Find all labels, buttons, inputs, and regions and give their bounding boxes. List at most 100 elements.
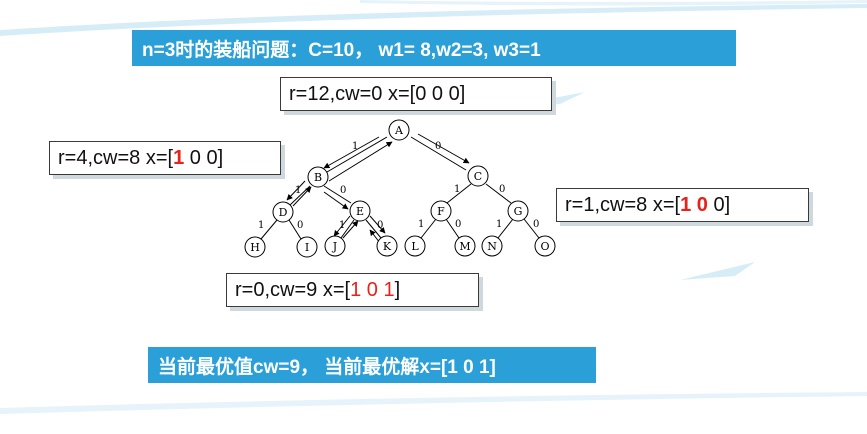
state-root-x1: 0 [415,82,427,105]
node-b [307,166,329,188]
state-root-prefix: r=12,cw=0 x=[ [289,82,416,105]
edge-f-m [445,218,460,239]
result-text: 当前最优值cw=9， 当前最优解x=[1 0 1] [158,356,496,378]
title-text: n=3时的装船问题：C=10， w1= 8,w2=3, w3=1 [142,39,541,61]
state-box-g: r=1,cw=8 x=[1 0 0] [556,188,809,222]
edge-label-e-j: 1 [339,220,345,231]
node-label-h: H [250,241,260,254]
state-box-k: r=0,cw=9 x=[1 0 1] [226,273,479,307]
arrow-d-to-b [292,186,312,207]
state-g-suffix: ] [724,193,731,216]
state-box-b: r=4,cw=8 x=[1 0 0] [49,141,281,175]
node-g [507,200,529,222]
node-a [388,119,410,141]
node-label-a: A [394,124,404,137]
state-b-x3: 0 [206,146,218,169]
node-k [376,235,398,257]
edge-label-b-d: 1 [295,185,301,196]
edge-d-h [260,219,278,240]
edge-label-e-k: 0 [377,220,383,231]
edge-label-d-i: 0 [297,220,303,231]
state-k-x3: 1 [383,278,395,301]
arrow-a-to-c [417,133,470,164]
title-banner: n=3时的装船问题：C=10， w1= 8,w2=3, w3=1 [132,30,736,66]
arrow-e-to-j [333,215,351,237]
node-d [272,201,294,223]
node-n [481,235,503,257]
edge-label-g-o: 0 [533,219,539,230]
node-label-m: M [459,240,470,253]
node-label-l: L [411,240,419,253]
state-g-prefix: r=1,cw=8 x=[ [565,193,681,216]
node-labels: A B C D E F G H I J K L M N O [250,124,549,254]
state-k-x1: 1 [350,278,362,301]
node-o [534,235,556,257]
node-label-g: G [514,205,523,218]
arrow-j-to-e [342,220,359,239]
arrow-b-to-e [323,191,349,210]
state-root-suffix: ] [459,82,466,105]
arrow-b-to-d [286,180,306,201]
edge-label-b-e: 0 [340,185,346,196]
edge-e-k [365,219,382,239]
edge-label-d-h: 1 [258,220,264,231]
node-label-i: I [305,241,309,254]
edge-labels: 1 0 1 0 1 0 1 0 1 0 1 0 1 0 [258,141,539,231]
tree-edges [260,136,540,240]
node-h [244,236,266,258]
edge-a-b [326,136,388,173]
state-root-x3: 0 [448,82,460,105]
state-k-prefix: r=0,cw=9 x=[ [235,278,351,301]
tree-nodes [244,119,556,258]
edge-c-g [485,183,512,204]
state-k-x2: 0 [366,278,378,301]
state-b-x1: 1 [173,146,185,169]
edge-label-f-l: 1 [418,219,424,230]
node-label-n: N [487,240,497,253]
arrow-a-to-b [323,136,380,169]
state-b-x2: 0 [189,146,201,169]
edge-c-f [446,183,472,204]
edge-d-i [288,219,302,240]
node-label-b: B [314,171,322,184]
node-label-f: F [437,205,445,218]
edge-f-l [420,218,437,239]
node-j [324,235,346,257]
edge-label-g-n: 1 [496,219,502,230]
state-k-suffix: ] [394,278,401,301]
arrow-b-to-a [328,141,393,182]
node-f [430,200,452,222]
edge-label-f-m: 0 [455,219,461,230]
node-label-d: D [279,206,288,219]
edge-label-a-c: 0 [435,141,441,152]
node-label-j: J [332,240,337,253]
edge-e-j [340,219,355,239]
node-i [296,236,318,258]
edge-g-n [497,218,514,239]
state-g-x3: 0 [713,193,725,216]
edge-label-a-b: 1 [352,141,358,152]
edge-label-c-g: 0 [499,184,505,195]
node-label-o: O [540,240,549,253]
node-m [454,235,476,257]
result-banner: 当前最优值cw=9， 当前最优解x=[1 0 1] [148,347,596,383]
edge-b-e [323,185,352,204]
state-root-x2: 0 [431,82,443,105]
state-g-x1: 1 [680,193,692,216]
edge-label-c-f: 1 [454,184,460,195]
traversal-arrows [286,133,470,244]
node-e [349,200,371,222]
state-g-x2: 0 [696,193,708,216]
state-box-root: r=12,cw=0 x=[0 0 0] [280,77,552,111]
node-c [467,165,489,187]
edge-g-o [523,218,540,239]
arrow-e-to-k [369,215,386,234]
node-label-c: C [474,170,482,183]
node-label-e: E [356,205,364,218]
node-label-k: K [383,240,392,253]
state-b-suffix: ] [217,146,224,169]
state-b-prefix: r=4,cw=8 x=[ [58,146,174,169]
edge-a-c [410,136,467,171]
node-l [404,235,426,257]
